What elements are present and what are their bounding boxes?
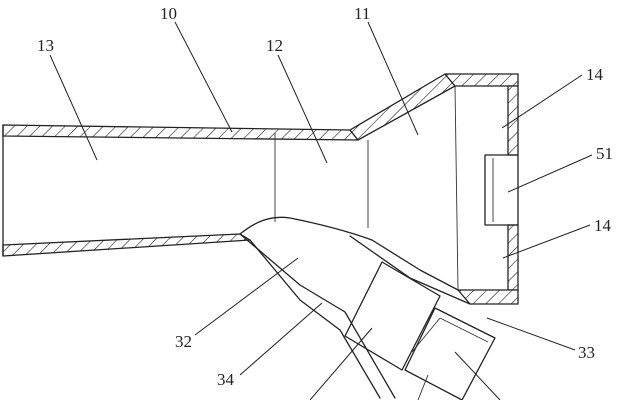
tilted-block	[344, 261, 441, 371]
outlet-inner-line	[454, 85, 459, 291]
label-14-bottom: 14	[594, 216, 612, 235]
label-12: 12	[266, 36, 283, 55]
branch-right-edge-2	[349, 235, 471, 305]
leader-10	[174, 21, 233, 133]
leader-33	[486, 317, 576, 351]
label-10: 10	[160, 4, 177, 23]
outlet-bottom-wall	[457, 289, 519, 305]
tube-bottom-wall	[2, 233, 251, 257]
insert-51-frame	[484, 154, 519, 226]
leader-14-bottom	[502, 224, 591, 259]
outlet-top-wall	[444, 73, 519, 87]
branch-lower-edge	[249, 239, 381, 399]
outlet-tube-group	[404, 307, 496, 400]
label-33: 33	[578, 343, 595, 362]
outlet-housing-group	[444, 73, 519, 305]
outlet-right-wall-lower	[507, 224, 519, 291]
leader-34	[239, 302, 323, 376]
outlet-tube-line-1	[439, 317, 489, 343]
leader-bottom-a	[309, 327, 373, 400]
leader-bottom-b	[454, 351, 501, 400]
branch-upper-curve	[239, 216, 373, 241]
label-13: 13	[37, 36, 54, 55]
branch-outer-edge	[239, 233, 396, 399]
leader-14-top	[501, 74, 583, 129]
outlet-tube-line-2	[411, 317, 441, 353]
leader-51	[507, 154, 593, 193]
leader-32	[194, 257, 299, 336]
cone-top-wall	[349, 73, 456, 141]
leader-12	[277, 54, 328, 164]
reference-numerals: 10 11 12 13 14 51 14 32 34 33	[37, 4, 613, 389]
label-51: 51	[596, 144, 613, 163]
leader-13	[49, 54, 98, 161]
leader-lines	[49, 21, 593, 400]
insert-51-group	[484, 154, 519, 226]
label-34: 34	[217, 370, 235, 389]
tube-top-wall	[2, 124, 359, 141]
label-14-top: 14	[586, 65, 604, 84]
branch-right-edge	[371, 239, 459, 291]
label-11: 11	[354, 4, 370, 23]
label-32: 32	[175, 332, 192, 351]
tube-wall-group	[2, 124, 359, 257]
outlet-tube-body	[404, 307, 496, 400]
outlet-tube-line-3	[417, 374, 429, 400]
leader-11	[367, 21, 419, 136]
